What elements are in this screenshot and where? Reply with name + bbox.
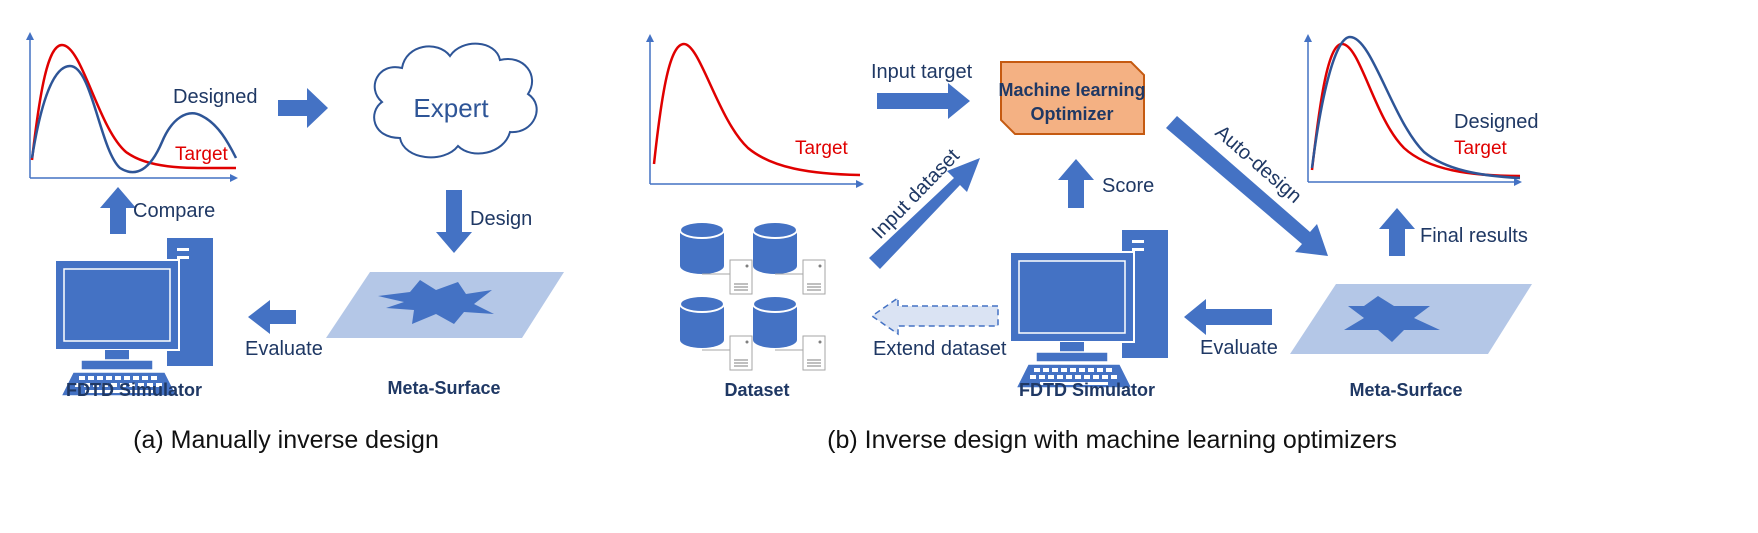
auto-design-arrow <box>1166 116 1328 256</box>
evaluate-arrow-a <box>248 300 296 334</box>
meta-surface-label-a: Meta-Surface <box>387 378 500 398</box>
extend-dataset-arrow <box>870 296 999 336</box>
extend-dataset-label: Extend dataset <box>873 338 1007 360</box>
meta-surface-a: Meta-Surface <box>326 272 564 398</box>
optimizer-line1: Machine learning <box>998 80 1145 100</box>
target-curve <box>30 43 237 170</box>
panel-a: Designed Target Expert Design Meta-Surfa… <box>26 32 564 454</box>
target-plot-b: Target <box>646 34 864 188</box>
caption-a: (a) Manually inverse design <box>133 426 439 454</box>
result-plot-b: Designed Target <box>1304 34 1539 186</box>
target-label: Target <box>175 144 229 165</box>
designed-curve-c <box>1310 35 1521 180</box>
caption-b: (b) Inverse design with machine learning… <box>827 426 1397 454</box>
expert-cloud: Expert <box>373 42 538 159</box>
meta-surface-b: Meta-Surface <box>1290 284 1532 400</box>
evaluate-label-b: Evaluate <box>1200 337 1278 359</box>
evaluate-label-a: Evaluate <box>245 338 323 360</box>
dataset-label: Dataset <box>724 380 789 400</box>
target-label-c: Target <box>1454 138 1508 159</box>
arrow-to-expert <box>278 88 328 128</box>
ml-optimizer: Machine learning Optimizer <box>998 61 1146 135</box>
target-label-b: Target <box>795 138 849 159</box>
final-results-label: Final results <box>1420 225 1528 247</box>
input-target-label: Input target <box>871 61 973 83</box>
input-dataset-arrow <box>869 158 980 269</box>
design-label: Design <box>470 208 532 230</box>
fdtd-simulator-a: FDTD Simulator <box>54 237 214 400</box>
target-curve-b <box>652 42 861 177</box>
score-arrow <box>1058 159 1094 208</box>
fdtd-simulator-b: FDTD Simulator <box>1009 229 1169 400</box>
designed-curve <box>30 64 238 174</box>
evaluate-arrow-b <box>1184 299 1272 335</box>
simulator-label-b: FDTD Simulator <box>1019 380 1155 400</box>
compare-arrow <box>100 187 136 234</box>
input-target-arrow <box>877 83 970 119</box>
design-arrow <box>436 190 472 253</box>
expert-label: Expert <box>413 93 489 123</box>
meta-surface-label-b: Meta-Surface <box>1349 380 1462 400</box>
optimizer-line2: Optimizer <box>1030 104 1113 124</box>
target-curve-c <box>1310 42 1521 178</box>
compare-label: Compare <box>133 200 215 222</box>
designed-label-b: Designed <box>1454 111 1539 133</box>
designed-label: Designed <box>173 86 258 108</box>
dataset: Dataset <box>679 221 826 400</box>
simulator-label-a: FDTD Simulator <box>66 380 202 400</box>
panel-b: Target Input target Machine learning Opt… <box>646 34 1539 454</box>
spectrum-plot-a: Designed Target <box>26 32 258 182</box>
final-results-arrow <box>1379 208 1415 256</box>
score-label: Score <box>1102 175 1154 197</box>
